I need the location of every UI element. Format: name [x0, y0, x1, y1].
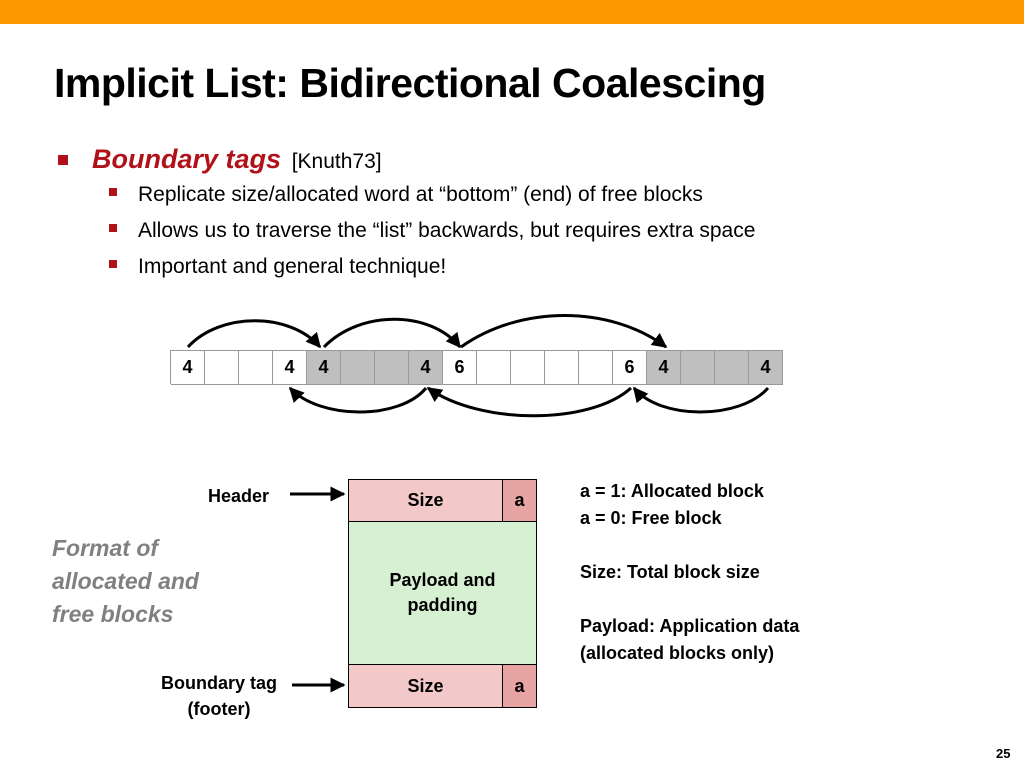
memory-cell: [715, 350, 749, 385]
sub-bullet-2: Allows us to traverse the “list” backwar…: [109, 219, 755, 243]
memory-cell: [681, 350, 715, 385]
footer-size-field: Size: [348, 664, 503, 708]
format-caption-line-1: Format of: [52, 535, 159, 561]
page-number: 25: [996, 746, 1011, 761]
backward-arrow-3: [632, 386, 770, 414]
forward-arrow-1: [186, 319, 322, 349]
legend-allocated: a = 1: Allocated block: [580, 481, 764, 501]
legend-free: a = 0: Free block: [580, 508, 722, 528]
backward-arrow-1: [288, 386, 428, 414]
boundary-tags-emphasis: Boundary tags: [92, 144, 282, 174]
footer-label-line-2: (footer): [187, 699, 251, 719]
payload-line-1: Payload and: [389, 570, 496, 590]
backward-arrow-2: [426, 386, 633, 418]
header-size-field: Size: [348, 479, 503, 522]
forward-arrow-2: [322, 317, 462, 349]
format-caption-line-2: allocated and: [52, 568, 199, 594]
sub-bullet-text: Replicate size/allocated word at “bottom…: [138, 183, 703, 206]
memory-cell: [341, 350, 375, 385]
memory-cell: 6: [613, 350, 647, 385]
memory-cell: 4: [273, 350, 307, 385]
footer-label-line-1: Boundary tag: [160, 673, 277, 693]
memory-cell: 6: [443, 350, 477, 385]
sub-bullet-1: Replicate size/allocated word at “bottom…: [109, 183, 703, 207]
square-bullet-icon: [109, 188, 117, 196]
payload-line-2: padding: [407, 595, 478, 615]
memory-cell: [239, 350, 273, 385]
memory-cell: [375, 350, 409, 385]
sub-bullet-3: Important and general technique!: [109, 255, 446, 279]
legend-size: Size: Total block size: [580, 562, 760, 582]
square-bullet-icon: [109, 260, 117, 268]
memory-cell: [205, 350, 239, 385]
payload-area: Payload and padding: [348, 521, 537, 665]
memory-cell: 4: [409, 350, 443, 385]
footer-alloc-bit: a: [502, 664, 537, 708]
format-caption: Format of allocated and free blocks: [52, 532, 199, 631]
knuth-reference: [Knuth73]: [291, 150, 382, 173]
legend-payload: Payload: Application data: [580, 616, 800, 636]
memory-cell: 4: [171, 350, 205, 385]
format-caption-line-3: free blocks: [52, 601, 174, 627]
bullet-boundary-tags: Boundary tags [Knuth73]: [58, 144, 382, 175]
memory-cell: [579, 350, 613, 385]
square-bullet-icon: [58, 155, 68, 165]
slide-title: Implicit List: Bidirectional Coalescing: [54, 60, 766, 106]
header-label: Header: [208, 486, 270, 506]
memory-block-row: 4 4 4 4 6 6 4 4: [170, 350, 783, 385]
memory-cell: 4: [647, 350, 681, 385]
sub-bullet-text: Allows us to traverse the “list” backwar…: [138, 219, 756, 242]
memory-cell: [545, 350, 579, 385]
memory-cell: [511, 350, 545, 385]
memory-cell: 4: [307, 350, 341, 385]
memory-cell: [477, 350, 511, 385]
legend-payload-note: (allocated blocks only): [580, 643, 775, 663]
square-bullet-icon: [109, 224, 117, 232]
footer-label: Boundary tag (footer): [150, 670, 288, 722]
memory-cell: 4: [749, 350, 783, 385]
forward-arrow-3: [460, 314, 668, 349]
sub-bullet-text: Important and general technique!: [138, 255, 447, 278]
header-alloc-bit: a: [502, 479, 537, 522]
top-accent-bar: [0, 0, 1024, 24]
